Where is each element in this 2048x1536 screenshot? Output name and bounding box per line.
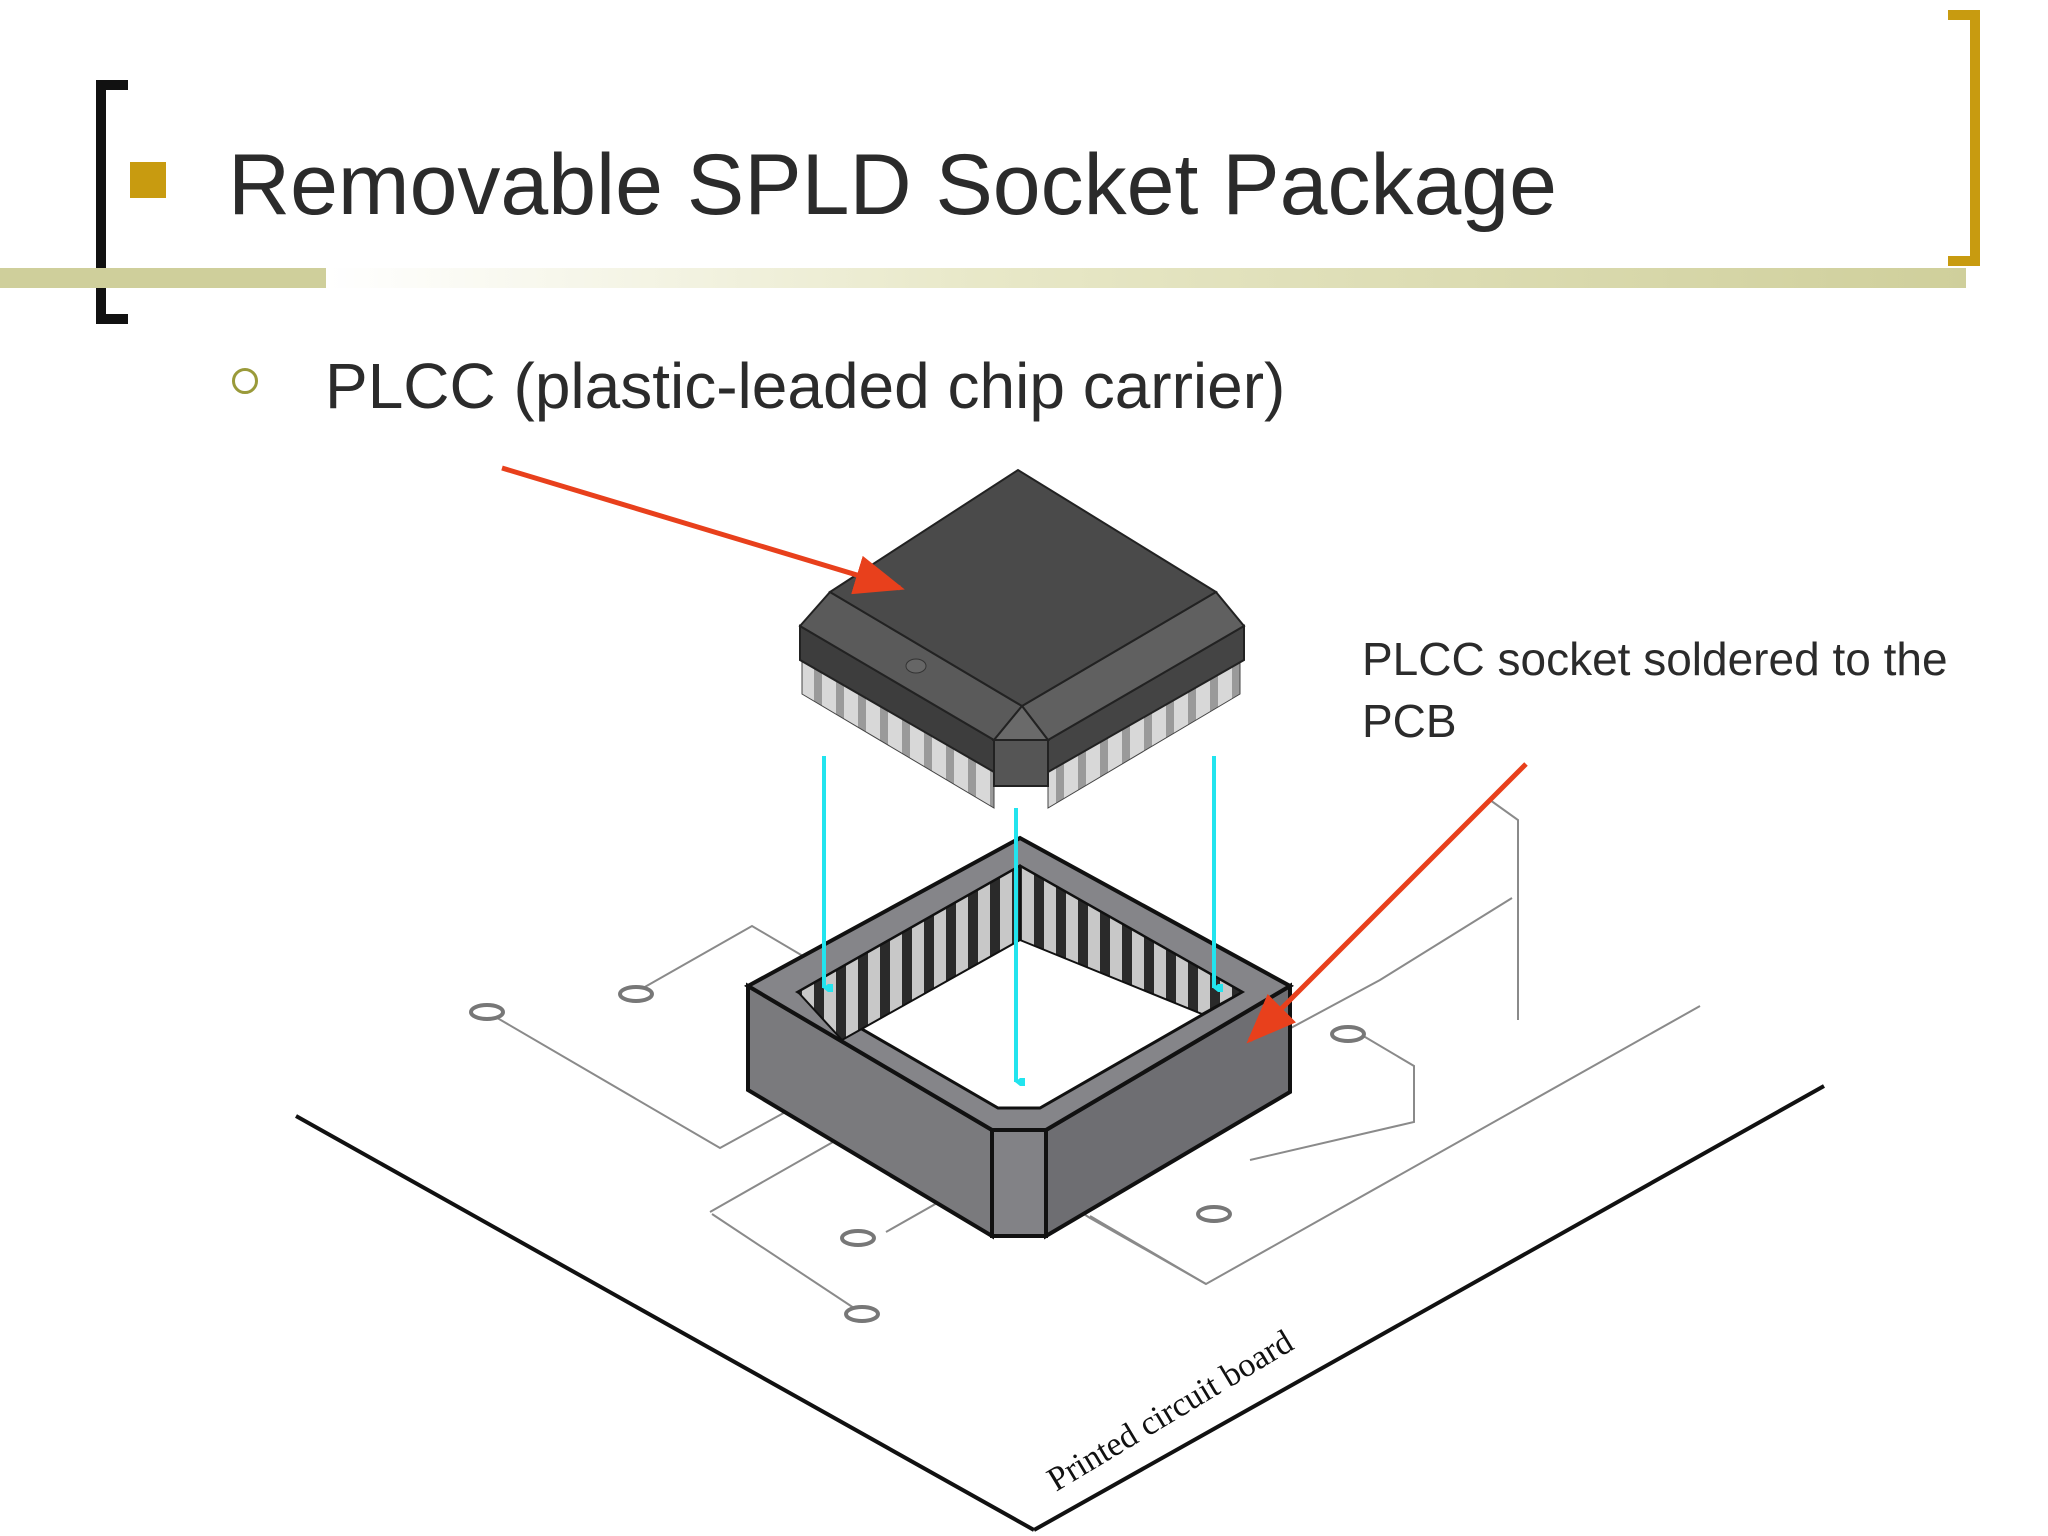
bullet-ring-icon (232, 368, 258, 394)
title-bullet-square-icon (130, 162, 166, 198)
pointer-arrows (501, 465, 1528, 1044)
bullet-text: PLCC (plastic-leaded chip carrier) (325, 350, 1286, 422)
left-bracket (96, 80, 128, 324)
plcc-socket (743, 835, 1295, 1240)
chip-pointer-arrow (501, 465, 905, 595)
slide-title: Removable SPLD Socket Package (228, 137, 1557, 233)
socket-label: PLCC socket soldered to the PCB (1362, 633, 1948, 747)
plcc-chip (798, 468, 1246, 809)
title-rule-left (0, 268, 326, 288)
board-label: Printed circuit board (1041, 1323, 1300, 1499)
right-bracket (1948, 10, 1980, 266)
socket-pointer-arrow (1246, 762, 1528, 1044)
pcb-pads (469, 985, 1366, 1323)
title-rule-right (326, 268, 1966, 288)
insertion-arrows (822, 756, 1214, 1082)
pcb-outline (295, 1084, 1825, 1532)
